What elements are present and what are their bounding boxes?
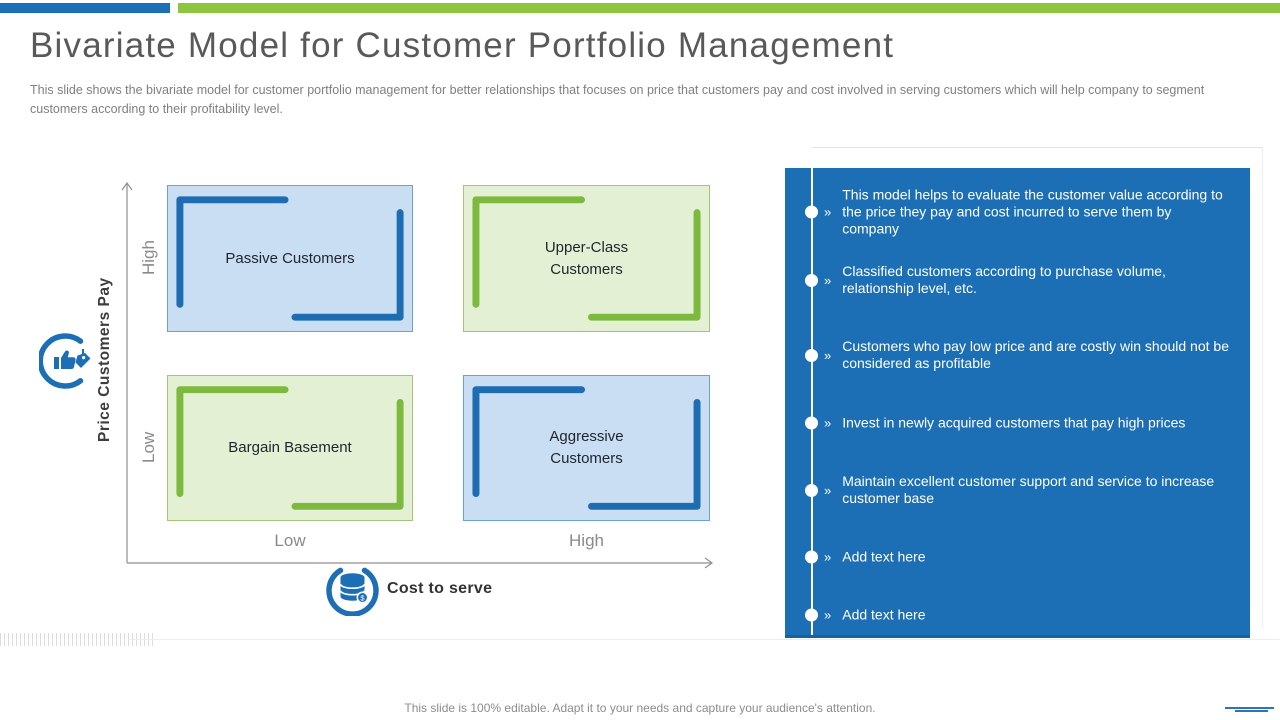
top-accent-bar-blue — [0, 3, 170, 13]
axes-lines — [121, 181, 714, 569]
quadrant-label: Bargain Basement — [228, 439, 352, 457]
quadrant-upper-class-customers: Upper-Class Customers — [463, 185, 710, 332]
timeline-line — [811, 168, 813, 635]
quadrant-passive-customers: Passive Customers — [167, 185, 413, 332]
chevrons-right-icon: » — [824, 482, 832, 498]
bullet-dot-icon — [805, 550, 818, 564]
list-item-placeholder: » Add text here — [805, 549, 1232, 566]
database-cost-icon: $ — [326, 567, 379, 616]
quadrant-aggressive-customers: Aggressive Customers — [463, 375, 710, 521]
insights-panel: » This model helps to evaluate the custo… — [785, 168, 1250, 638]
bullet-text: Classified customers according to purcha… — [842, 263, 1166, 296]
chevrons-right-icon: » — [824, 415, 832, 431]
svg-text:$: $ — [360, 593, 365, 602]
page-title: Bivariate Model for Customer Portfolio M… — [30, 26, 895, 65]
chevrons-right-icon: » — [824, 549, 832, 565]
chevrons-right-icon: » — [824, 347, 832, 363]
top-accent-bar-green — [178, 3, 1280, 13]
bracket-decoration — [176, 196, 404, 321]
quadrant-label: Aggressive Customers — [549, 428, 624, 467]
bullet-text: Add text here — [842, 548, 926, 565]
x-axis-label-high: High — [569, 531, 604, 550]
bullet-dot-icon — [805, 483, 818, 497]
chevrons-right-icon: » — [824, 204, 832, 220]
chevrons-right-icon: » — [824, 272, 832, 288]
bullet-dot-icon — [805, 416, 818, 430]
quadrant-label: Passive Customers — [225, 249, 355, 267]
bullet-text: Invest in newly acquired customers that … — [842, 414, 1186, 431]
chevrons-right-icon: » — [824, 607, 832, 623]
bullet-text: Customers who pay low price and are cost… — [842, 338, 1229, 371]
x-axis-title: Cost to serve — [387, 580, 493, 597]
list-item: » Maintain excellent customer support an… — [805, 473, 1232, 507]
bracket-decoration — [176, 386, 404, 510]
list-item: » Invest in newly acquired customers tha… — [805, 415, 1232, 432]
quadrant-label: Upper-Class Customers — [544, 238, 629, 278]
corner-accent-line — [1225, 707, 1274, 709]
y-axis-label-high: High — [139, 240, 158, 276]
bullet-dot-icon — [805, 348, 818, 362]
list-item: » Classified customers according to purc… — [805, 263, 1232, 297]
list-item: » Customers who pay low price and are co… — [805, 338, 1232, 372]
bullet-dot-icon — [805, 608, 818, 622]
list-item: » This model helps to evaluate the custo… — [805, 187, 1232, 238]
bullet-text: Add text here — [842, 606, 926, 623]
list-item-placeholder: » Add text here — [805, 607, 1232, 624]
bracket-decoration — [472, 196, 701, 321]
quadrant-bargain-basement: Bargain Basement — [167, 375, 413, 521]
thumbs-up-price-tag-icon — [39, 333, 91, 389]
bracket-decoration — [472, 386, 701, 510]
x-axis-label-low: Low — [274, 531, 306, 550]
divider-line — [130, 639, 1280, 640]
tick-pattern-decoration — [0, 633, 156, 646]
bullet-text: This model helps to evaluate the custome… — [842, 186, 1223, 237]
corner-accent-line — [1235, 710, 1268, 712]
y-axis-label-low: Low — [139, 431, 158, 463]
bullet-dot-icon — [805, 205, 818, 219]
bullet-dot-icon — [805, 273, 818, 287]
panel-background-outline — [812, 147, 1263, 628]
editable-note: This slide is 100% editable. Adapt it to… — [404, 701, 876, 715]
slide-description: This slide shows the bivariate model for… — [30, 83, 1205, 117]
bullet-text: Maintain excellent customer support and … — [842, 473, 1215, 506]
